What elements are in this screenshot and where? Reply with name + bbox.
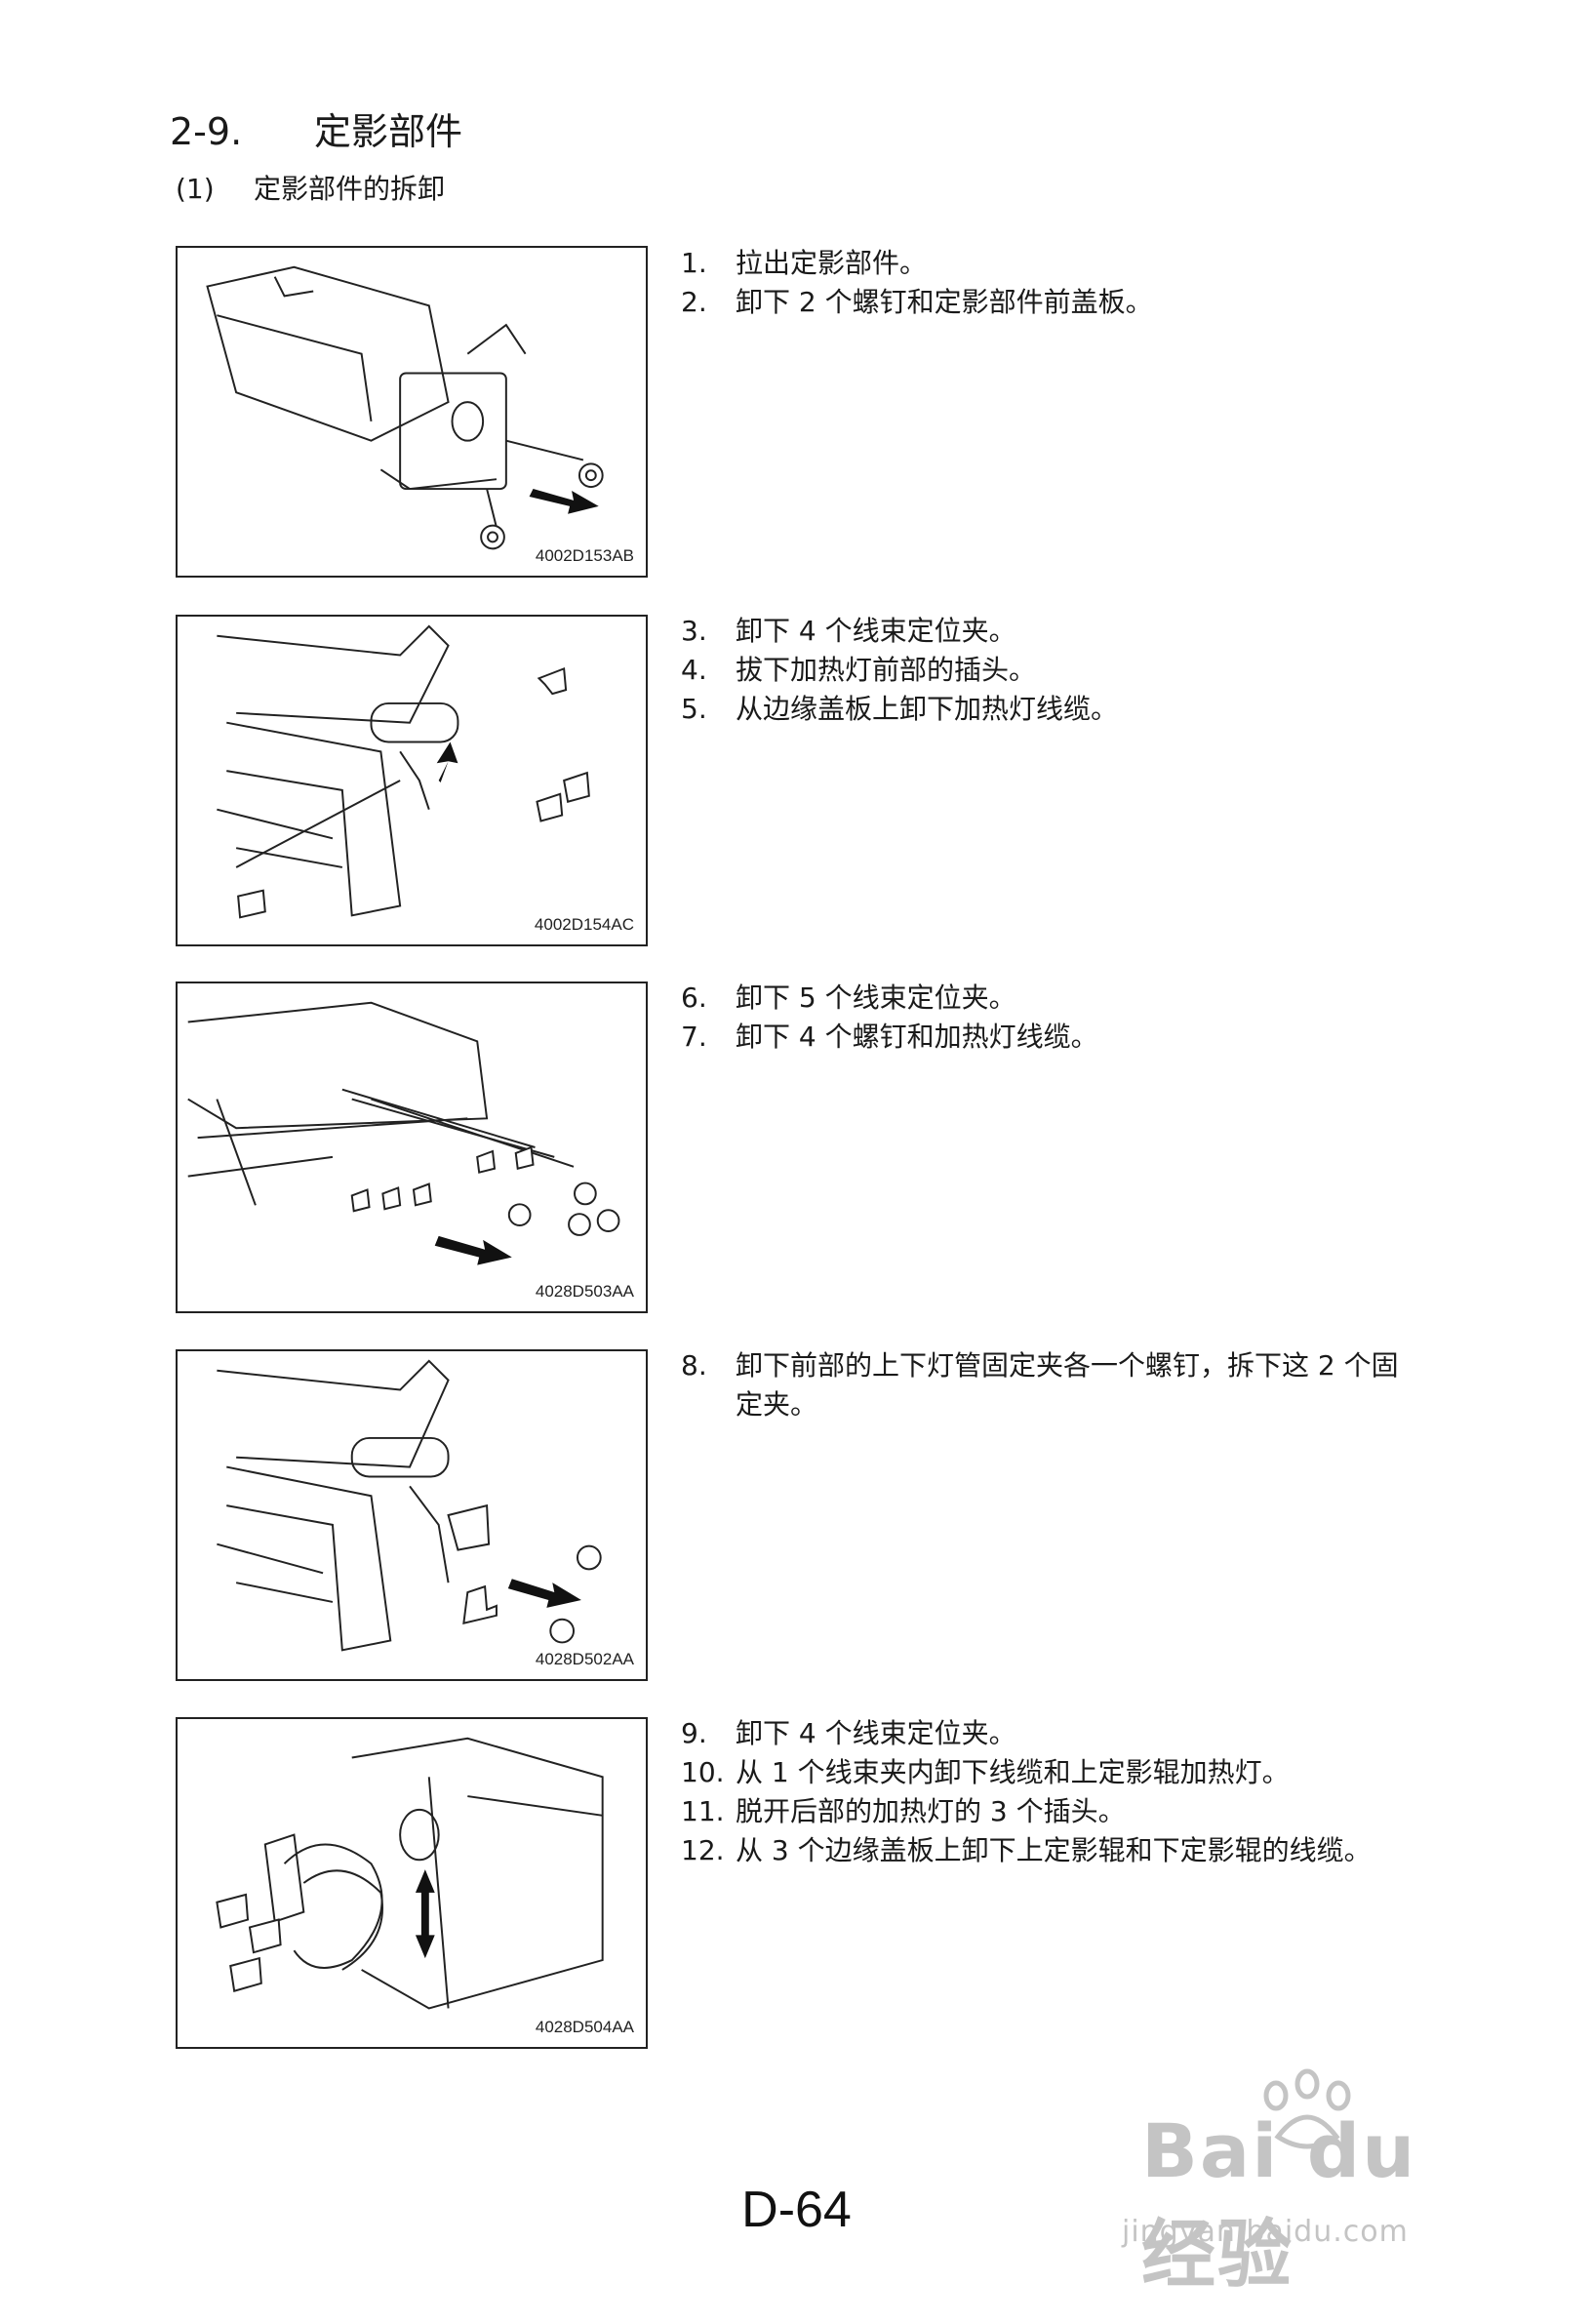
arrow-icon [415,1869,435,1959]
figure-code: 4028D502AA [535,1650,634,1668]
arrow-icon [436,741,458,782]
step-item: 7.卸下 4 个螺钉和加热灯线缆。 [681,1021,1098,1053]
step-item: 5.从边缘盖板上卸下加热灯线缆。 [681,693,1119,725]
arrow-icon [507,1579,581,1608]
step-item: 11.脱开后部的加热灯的 3 个插头。 [681,1795,1126,1827]
arrow-icon [529,489,599,514]
figure-code: 4002D154AC [534,915,634,934]
step-item: 9.卸下 4 个线束定位夹。 [681,1717,1016,1749]
lamp-holder-icon [447,1503,498,1624]
steps-group-5: 9.卸下 4 个线束定位夹。 10.从 1 个线束夹内卸下线缆和上定影辊加热灯。… [681,1714,1422,1870]
wire-clip-icon [350,1145,535,1213]
steps-group-3: 6.卸下 5 个线束定位夹。 7.卸下 4 个螺钉和加热灯线缆。 [681,979,1422,1057]
screw-icon [507,1182,620,1236]
figure-1: 4002D153AB [176,246,648,578]
fuser-unit-illustration-2 [217,624,590,919]
steps-group-2: 3.卸下 4 个线束定位夹。 4.拔下加热灯前部的插头。 5.从边缘盖板上卸下加… [681,612,1422,729]
watermark-logo-text: Bai du 经验 [1141,2107,1417,2298]
fuser-unit-illustration-1 [206,265,604,550]
screw-icon [577,462,604,489]
fuser-unit-illustration-5 [216,1737,604,2010]
figure-5: 4028D504AA [176,1717,648,2049]
figure-2: 4002D154AC [176,615,648,946]
page-number: D-64 [741,2182,852,2238]
step-item: 12.从 3 个边缘盖板上卸下上定影辊和下定影辊的线缆。 [681,1834,1372,1866]
fuser-unit-illustration-4 [217,1359,602,1652]
subsection-heading: (1) 定影部件的拆卸 [176,168,445,207]
step-item: 10.从 1 个线束夹内卸下线缆和上定影辊加热灯。 [681,1756,1290,1788]
fuser-unit-illustration-3 [187,1001,620,1265]
steps-group-1: 1.拉出定影部件。 2.卸下 2 个螺钉和定影部件前盖板。 [681,244,1422,322]
watermark-url: jingyan.baidu.com [1122,2215,1409,2249]
figure-code: 4002D153AB [535,546,634,565]
baidu-jingyan-watermark: Bai du 经验 jingyan.baidu.com [1122,2068,1493,2298]
step-item: 8.卸下前部的上下灯管固定夹各一个螺钉，拆下这 2 个固定夹。 [681,1349,1399,1421]
figure-code: 4028D503AA [535,1282,634,1301]
paw-logo-icon [1263,2068,1351,2149]
step-item: 4.拔下加热灯前部的插头。 [681,654,1037,686]
figure-3: 4028D503AA [176,982,648,1313]
step-item: 1.拉出定影部件。 [681,247,928,279]
subsection-title: 定影部件的拆卸 [254,173,446,205]
arrow-icon [434,1235,512,1265]
screw-icon [549,1544,602,1644]
step-item: 2.卸下 2 个螺钉和定影部件前盖板。 [681,286,1153,318]
figure-4: 4028D502AA [176,1349,648,1681]
steps-group-4: 8.卸下前部的上下灯管固定夹各一个螺钉，拆下这 2 个固定夹。 [681,1346,1422,1424]
screw-icon [480,524,505,550]
section-number: 2-9. [170,110,243,153]
step-item: 3.卸下 4 个线束定位夹。 [681,615,1016,647]
section-title: 定影部件 [314,110,463,153]
section-heading: 2-9. 定影部件 [170,101,462,155]
wire-clip-icon [216,1893,282,1992]
wire-clip-icon [237,666,590,919]
subsection-number: (1) [176,173,215,205]
figure-code: 4028D504AA [535,2018,634,2036]
step-item: 6.卸下 5 个线束定位夹。 [681,982,1016,1014]
